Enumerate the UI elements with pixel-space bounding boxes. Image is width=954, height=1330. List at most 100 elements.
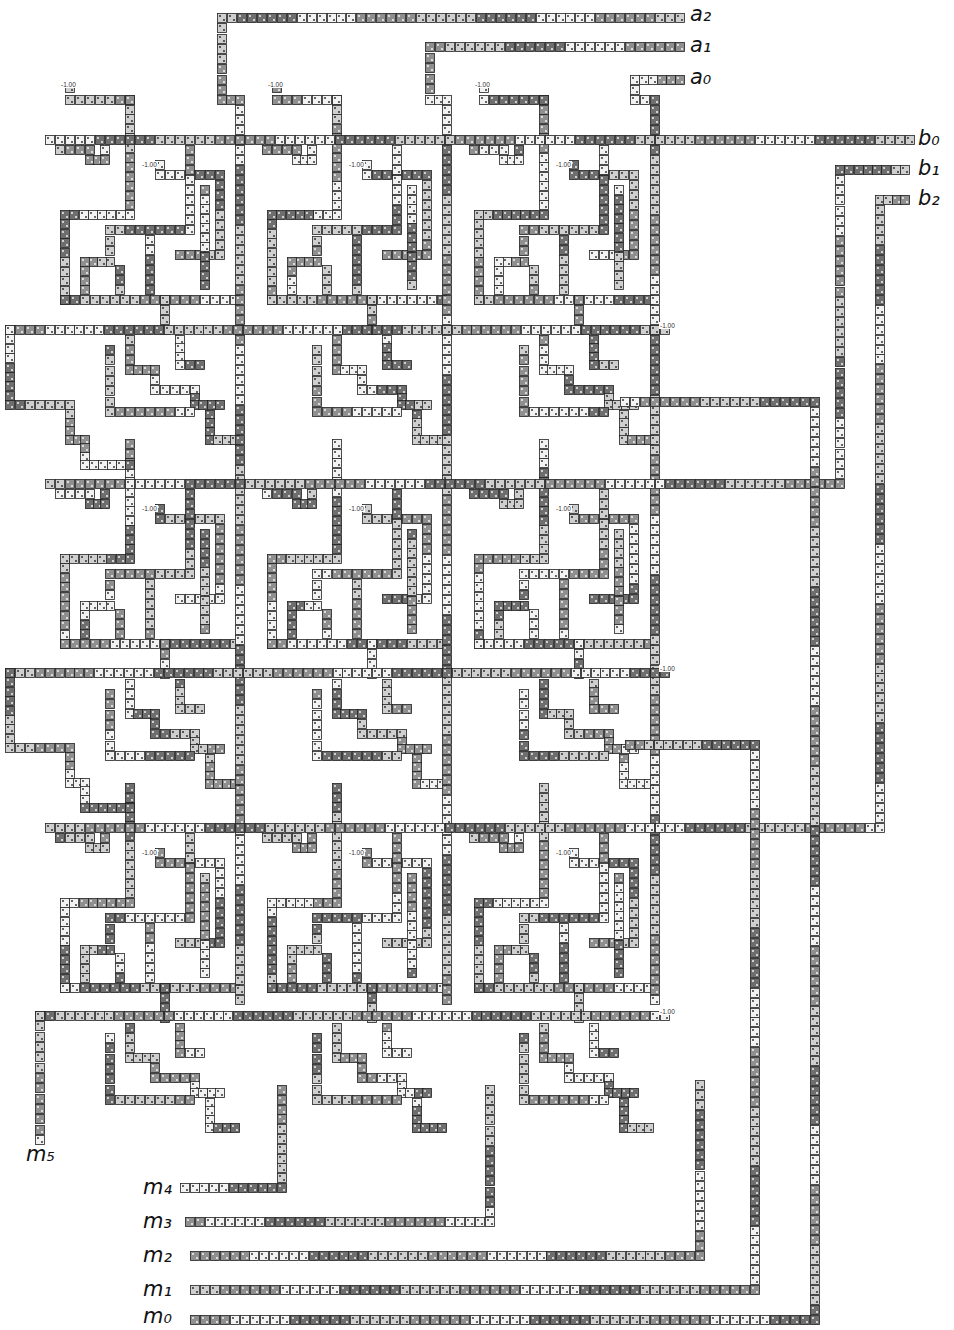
cell-dot (269, 221, 271, 223)
quantum-cell (353, 408, 362, 417)
cell-dot (545, 197, 547, 199)
cell-square (126, 408, 135, 417)
cell-dot (228, 441, 230, 443)
quantum-cell (201, 234, 210, 243)
cell-dot (91, 161, 93, 163)
cell-dot (167, 172, 169, 174)
quantum-cell (428, 296, 437, 305)
cell-dot (131, 341, 133, 343)
cell-square (166, 226, 175, 235)
cell-dot (504, 259, 506, 261)
quantum-cell (186, 408, 195, 417)
cell-dot (117, 287, 119, 289)
quantum-cell (106, 387, 115, 396)
cell-dot (476, 250, 478, 252)
quantum-cell (313, 377, 322, 386)
quantum-cell (503, 211, 512, 220)
cell-dot (288, 151, 290, 153)
cell-square (106, 247, 115, 256)
cell-dot (394, 409, 396, 411)
cell-dot (581, 172, 583, 174)
cell-square (428, 296, 437, 305)
cell-dot (541, 174, 543, 176)
cell-dot (418, 433, 420, 435)
quantum-cell (89, 211, 98, 220)
cell-dot (562, 371, 564, 373)
cell-square (475, 258, 484, 267)
quantum-cell (580, 226, 589, 235)
cell-square (126, 173, 135, 182)
cell-dot (66, 301, 68, 303)
cell-square (81, 267, 90, 276)
cell-square (353, 246, 362, 255)
cell-dot (82, 278, 84, 280)
cell-square (540, 106, 549, 115)
cell-dot (363, 391, 365, 393)
cell-dot (409, 206, 411, 208)
cell-square (512, 211, 521, 220)
quantum-cell (216, 251, 225, 260)
quantum-cell (423, 191, 432, 200)
quantum-cell (107, 211, 116, 220)
cell-dot (75, 216, 77, 218)
cell-dot (181, 349, 183, 351)
cell-dot (86, 291, 88, 293)
cell-dot (111, 231, 113, 233)
quantum-cell (106, 247, 115, 256)
cell-dot (566, 387, 568, 389)
cell-dot (389, 297, 391, 299)
cell-square (126, 182, 135, 191)
cell-square (575, 386, 584, 395)
quantum-cell (373, 171, 382, 180)
cell-dot (369, 317, 371, 319)
quantum-cell (333, 211, 342, 220)
cell-square (580, 171, 589, 180)
quantum-cell (550, 226, 559, 235)
cell-dot (545, 216, 547, 218)
cell-dot (62, 288, 64, 290)
cell-dot (480, 292, 482, 294)
quantum-cell (423, 241, 432, 250)
cell-dot (334, 107, 336, 109)
cell-dot (556, 297, 558, 299)
cell-dot (144, 367, 146, 369)
cell-dot (127, 116, 129, 118)
cell-dot (413, 277, 415, 279)
quantum-cell (393, 156, 402, 165)
cell-square (388, 296, 397, 305)
quantum-cell (494, 211, 503, 220)
cell-square (287, 211, 296, 220)
cell-dot (480, 301, 482, 303)
cell-dot (531, 277, 533, 279)
cell-dot (476, 231, 478, 233)
cell-dot (342, 367, 344, 369)
cell-square (520, 226, 529, 235)
cell-dot (310, 216, 312, 218)
cell-square (333, 346, 342, 355)
cell-square (378, 386, 387, 395)
cell-square (408, 215, 417, 224)
quantum-cell (278, 296, 287, 305)
cell-square (408, 186, 417, 195)
cell-square (605, 296, 614, 305)
quantum-cell (86, 146, 95, 155)
cell-dot (269, 297, 271, 299)
cell-dot (545, 371, 547, 373)
quantum-cell (600, 408, 609, 417)
quantum-cell (560, 408, 569, 417)
quantum-cell (117, 211, 126, 220)
cell-dot (167, 227, 169, 229)
quantum-cell (540, 163, 549, 172)
cell-dot (541, 202, 543, 204)
cell-dot (151, 281, 153, 283)
quantum-cell (283, 146, 292, 155)
cell-dot (551, 409, 553, 411)
cell-dot (550, 301, 552, 303)
cell-dot (575, 176, 577, 178)
cell-dot (605, 151, 607, 153)
cell-dot (314, 368, 316, 370)
cell-dot (384, 354, 386, 356)
cell-square (308, 156, 317, 165)
quantum-cell (408, 262, 417, 271)
cell-square (615, 186, 624, 195)
